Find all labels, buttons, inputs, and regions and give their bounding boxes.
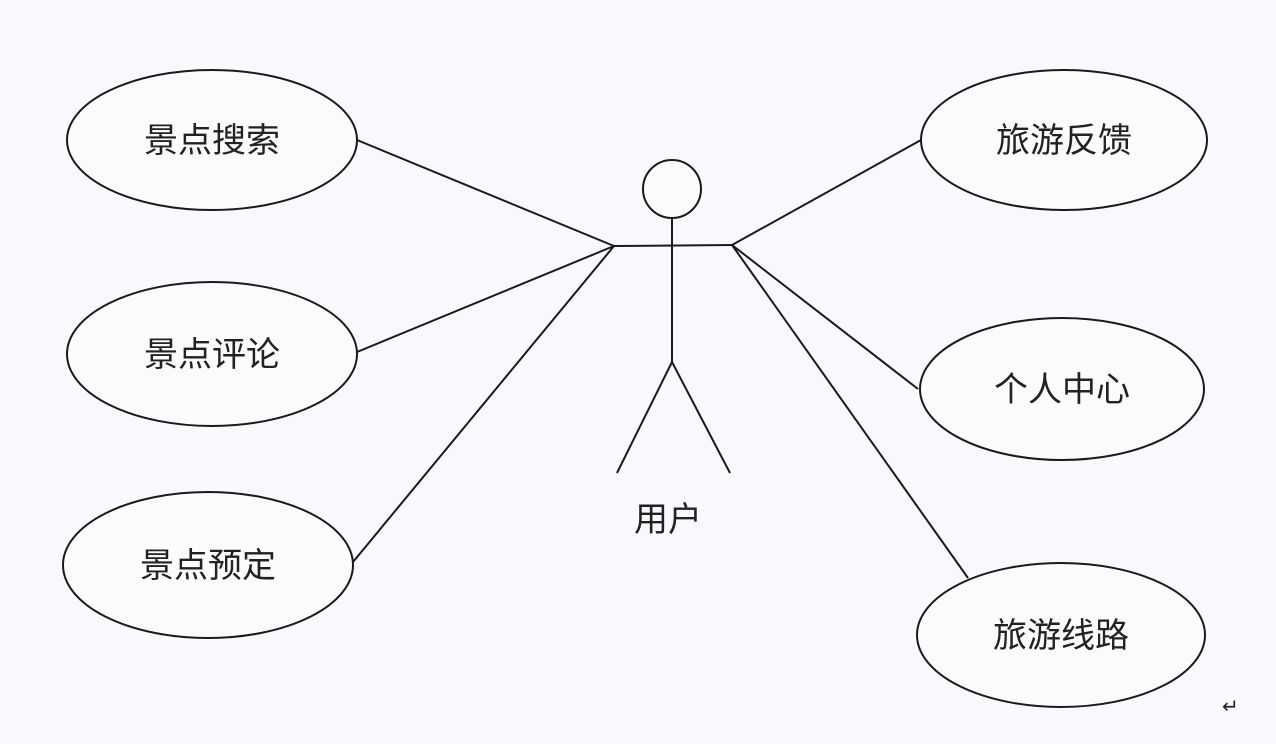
actor-label: 用户 (634, 500, 702, 540)
use-case-label: 旅游反馈 (996, 121, 1132, 161)
use-case-travel-feedback: 旅游反馈 (920, 69, 1208, 211)
use-case-label: 景点评论 (144, 335, 280, 375)
association-line-booking (352, 245, 615, 563)
use-case-travel-route: 旅游线路 (916, 562, 1206, 708)
actor-left-leg (616, 361, 673, 474)
use-case-label: 旅游线路 (993, 616, 1129, 656)
actor-arms (613, 244, 733, 247)
use-case-scenic-booking: 景点预定 (62, 491, 354, 639)
use-case-scenic-comment: 景点评论 (66, 281, 358, 427)
association-line-search (356, 139, 615, 247)
association-line-feedback (731, 139, 922, 246)
actor-user: 用户 (613, 159, 733, 540)
use-case-scenic-search: 景点搜索 (66, 69, 358, 211)
association-line-route (731, 244, 969, 579)
actor-right-leg (671, 361, 731, 474)
use-case-label: 个人中心 (994, 370, 1130, 410)
use-case-label: 景点搜索 (144, 121, 280, 161)
association-line-comment (356, 245, 615, 353)
use-case-label: 景点预定 (140, 546, 276, 586)
association-line-profile (731, 244, 919, 390)
use-case-personal-center: 个人中心 (919, 317, 1205, 461)
actor-head (642, 159, 702, 219)
paragraph-mark: ↵ (1222, 694, 1239, 718)
